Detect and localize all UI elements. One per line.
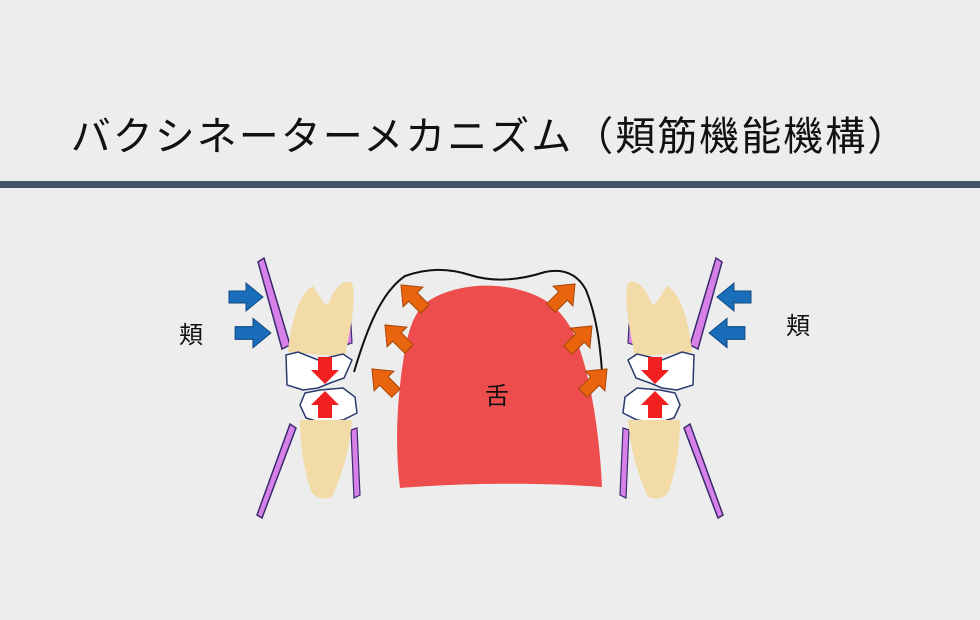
title-divider	[0, 181, 980, 188]
right-lower-cheek-tissue	[683, 422, 724, 520]
palate-outline	[353, 268, 603, 373]
cheek-pressure-arrow-icon	[228, 282, 264, 312]
tongue	[397, 285, 602, 488]
right-lower-tooth	[628, 420, 680, 499]
left-lower-gingiva	[350, 427, 361, 499]
cheek-pressure-arrow-icon	[708, 317, 746, 349]
left-side: 頬	[179, 256, 361, 520]
left-lower-tooth	[300, 420, 352, 499]
left-cheek-label: 頬	[179, 321, 203, 349]
right-upper-tooth	[626, 281, 692, 357]
left-upper-tooth	[288, 281, 354, 357]
right-lower-gingiva	[619, 427, 630, 499]
left-lower-cheek-tissue	[256, 422, 297, 520]
tongue-label: 舌	[485, 382, 509, 410]
right-side	[619, 256, 752, 520]
cheek-pressure-arrow-icon	[234, 317, 272, 349]
right-cheek-label: 頬	[786, 312, 810, 340]
page-title: バクシネーターメカニズム（頬筋機能機構）	[70, 114, 910, 160]
tongue-area: 舌	[353, 268, 618, 488]
cheek-pressure-arrow-icon	[716, 282, 752, 312]
